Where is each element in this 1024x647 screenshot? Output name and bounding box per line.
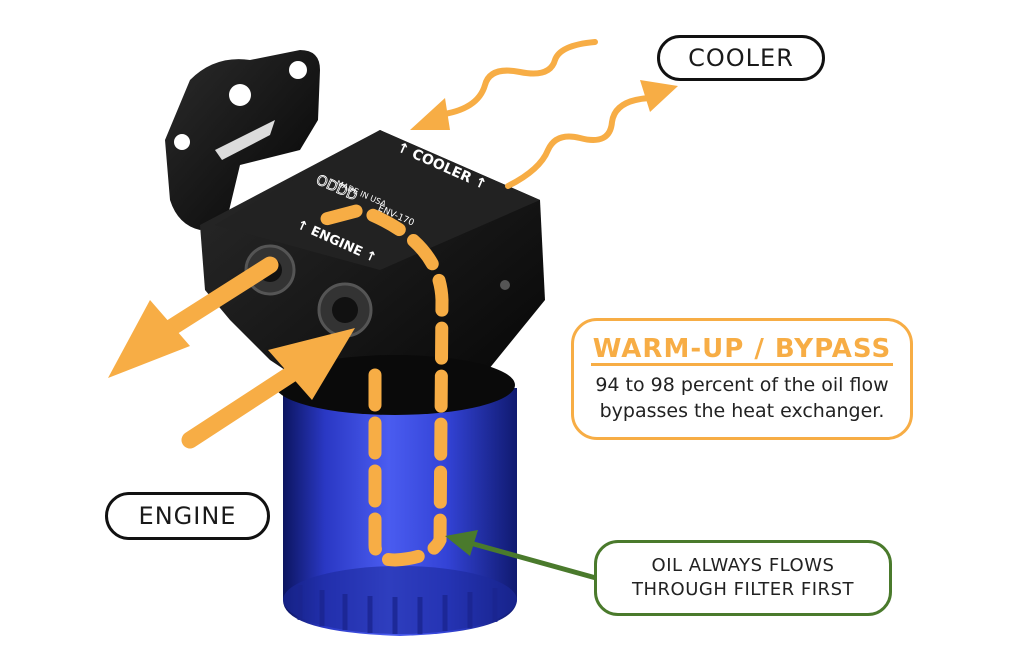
cooler-label: COOLER — [657, 35, 825, 81]
oil-filter-canister — [283, 388, 517, 636]
cooler-outlet-arrow — [505, 80, 678, 189]
engine-inlet-arrow — [181, 328, 355, 449]
mounting-bracket — [165, 50, 320, 230]
filter-note-line-2: THROUGH FILTER FIRST — [632, 579, 854, 600]
engine-label: ENGINE — [105, 492, 270, 540]
filter-first-callout: OIL ALWAYS FLOWS THROUGH FILTER FIRST — [594, 540, 892, 616]
bypass-description: 94 to 98 percent of the oil flow bypasse… — [574, 372, 910, 424]
internal-flow-dashed-path — [315, 203, 449, 567]
filter-note-line-1: OIL ALWAYS FLOWS — [651, 555, 835, 576]
engine-label-text: ENGINE — [138, 502, 237, 530]
cooler-inlet-arrow — [410, 39, 598, 130]
bypass-line-1: 94 to 98 percent of the oil flow — [595, 374, 889, 396]
bypass-title: WARM-UP / BYPASS — [590, 334, 894, 366]
engine-outlet-arrow — [108, 256, 279, 378]
warm-up-bypass-callout: WARM-UP / BYPASS 94 to 98 percent of the… — [571, 318, 913, 440]
filter-pointer-arrow — [445, 530, 599, 581]
cooler-label-text: COOLER — [688, 44, 794, 72]
bypass-line-2: bypasses the heat exchanger. — [599, 400, 885, 422]
